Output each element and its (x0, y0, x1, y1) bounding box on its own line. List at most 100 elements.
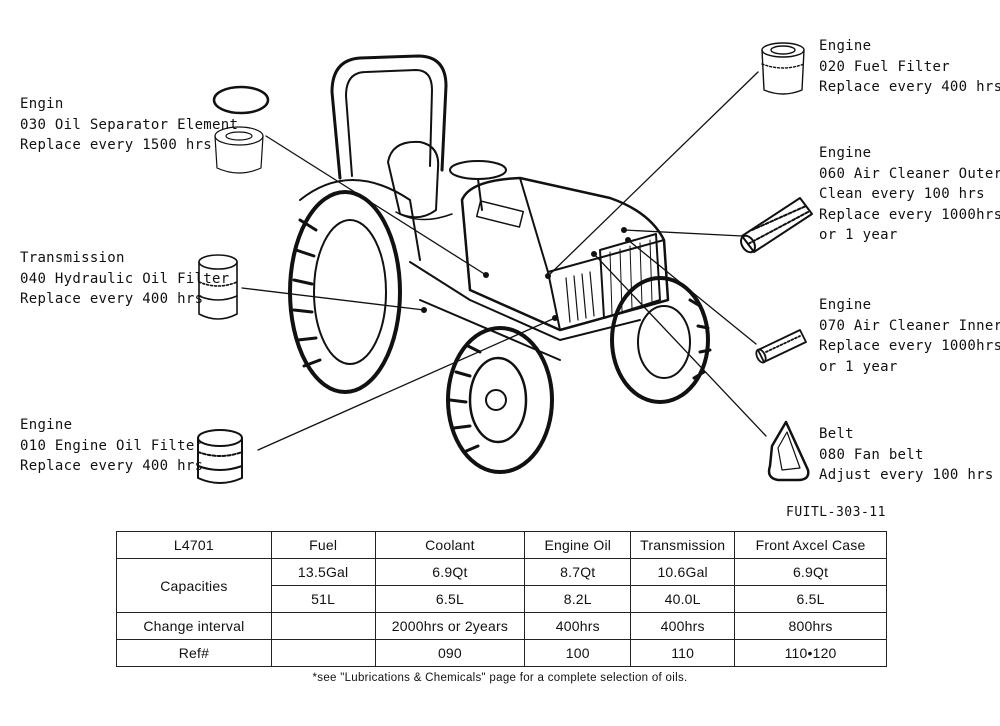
callout-line: or 1 year (819, 227, 898, 243)
front-wheel-far (610, 276, 710, 404)
capacities-table: L4701 Fuel Coolant Engine Oil Transmissi… (116, 531, 887, 667)
front-wheel-near (446, 326, 554, 474)
leader-air-outer (623, 229, 743, 237)
callout-hydraulic-filter: Transmission 040 Hydraulic Oil Filter Re… (20, 248, 230, 310)
leader-lines (241, 71, 767, 451)
table-row: Ref# 090 100 110 110•120 (116, 639, 887, 667)
callout-line: Clean every 100 hrs (819, 186, 985, 202)
callout-line: Replace every 400 hrs (20, 458, 204, 474)
rear-fender (299, 179, 421, 261)
table-cell: Front Axcel Case (734, 531, 887, 559)
seat (387, 140, 440, 219)
table-cell: Fuel (270, 531, 376, 559)
table-cell: 6.5L (734, 585, 887, 613)
table-cell: 110•120 (734, 639, 887, 667)
table-cell: Engine Oil (524, 531, 632, 559)
table-cell: 6.9Qt (734, 558, 887, 586)
table-header-row: L4701 Fuel Coolant Engine Oil Transmissi… (116, 531, 887, 559)
callout-line: 020 Fuel Filter (819, 58, 950, 75)
table-cell: 51L (270, 585, 376, 613)
table-row: Change interval 2000hrs or 2years 400hrs… (116, 612, 887, 640)
callout-line: 010 Engine Oil Filter (20, 437, 204, 454)
leader-fuel-filter (547, 71, 759, 277)
callout-line: Replace every 1000hrs (819, 338, 1000, 354)
hood-vents (565, 271, 595, 323)
rear-wheel (288, 190, 402, 394)
table-cell: 2000hrs or 2years (374, 612, 526, 640)
rops-frame (330, 54, 448, 180)
rear-tread (292, 218, 322, 368)
part-fan-belt (767, 420, 810, 482)
table-cell: 6.9Qt (374, 558, 526, 586)
callout-line: Engine (819, 145, 872, 161)
callout-line: Engine (819, 297, 872, 313)
part-hydraulic-oil-filter (198, 254, 238, 320)
callout-line: Replace every 1500 hrs (20, 137, 213, 153)
rops-frame-inner (345, 69, 433, 177)
table-cell: 110 (630, 639, 736, 667)
callout-line: Belt (819, 426, 854, 442)
table-cell: 800hrs (734, 612, 887, 640)
callout-line: Replace every 400 hrs (819, 79, 1000, 95)
callout-oil-separator: Engin 030 Oil Separator Element Replace … (20, 94, 238, 156)
table-cell: 10.6Gal (630, 558, 736, 586)
chassis (409, 261, 641, 361)
table-cell: 100 (524, 639, 632, 667)
table-cell: Ref# (116, 639, 272, 667)
figure-id: FUITL-303-11 (786, 505, 886, 520)
table-cell (270, 639, 376, 667)
callout-line: Engine (819, 38, 872, 54)
callout-line: Engin (20, 96, 64, 112)
callout-line: 070 Air Cleaner Inner (819, 317, 1000, 334)
leader-oil-separator (265, 135, 487, 276)
part-oil-separator-oring (212, 85, 270, 115)
callout-line: 040 Hydraulic Oil Filter (20, 270, 230, 287)
leader-air-inner (627, 239, 757, 345)
table-cell: Transmission (630, 531, 736, 559)
steering-wheel (449, 160, 507, 180)
table-cell: L4701 (116, 531, 272, 559)
table-cell: 13.5Gal (270, 558, 376, 586)
table-cell: 6.5L (374, 585, 526, 613)
tractor-illustration (288, 54, 712, 474)
table-cell: 090 (374, 639, 526, 667)
part-air-cleaner-inner (755, 329, 807, 364)
callout-line: Replace every 1000hrs (819, 206, 1000, 223)
callout-air-cleaner-outer: Engine 060 Air Cleaner Outer Clean every… (819, 143, 1000, 246)
callout-line: Adjust every 100 hrs (819, 467, 994, 483)
table-cell: 40.0L (630, 585, 736, 613)
part-air-cleaner-outer (740, 197, 813, 254)
table-cell: Coolant (374, 531, 526, 559)
callout-engine-oil-filter: Engine 010 Engine Oil Filter Replace eve… (20, 415, 203, 477)
front-tread (448, 344, 482, 454)
footnote: *see "Lubrications & Chemicals" page for… (312, 672, 688, 684)
callout-line: 060 Air Cleaner Outer (819, 165, 1000, 182)
table-row: 51L 6.5L 8.2L 40.0L 6.5L (117, 585, 887, 613)
leader-engine-oil (257, 317, 556, 451)
table-cell: Capacities (116, 558, 272, 613)
tractor-maintenance-diagram (197, 42, 813, 484)
callout-air-cleaner-inner: Engine 070 Air Cleaner Inner Replace eve… (819, 295, 1000, 377)
table-cell: 400hrs (630, 612, 736, 640)
table-cell: 400hrs (524, 612, 632, 640)
table-cell: 8.2L (524, 585, 632, 613)
leader-hydraulic (241, 287, 425, 311)
callout-line: Replace every 400 hrs (20, 291, 204, 307)
table-cell: Change interval (116, 612, 272, 640)
brand-panel (475, 200, 525, 228)
callout-line: 080 Fan belt (819, 446, 924, 463)
callout-fan-belt: Belt 080 Fan belt Adjust every 100 hrs (819, 424, 994, 486)
leader-endpoints (421, 227, 631, 321)
table-row: Capacities 13.5Gal 6.9Qt 8.7Qt 10.6Gal 6… (116, 558, 887, 613)
callout-fuel-filter: Engine 020 Fuel Filter Replace every 400… (819, 36, 1000, 98)
part-engine-oil-filter (197, 429, 243, 484)
table-cell (270, 612, 376, 640)
callout-line: Engine (20, 417, 73, 433)
leader-fan-belt (593, 253, 767, 437)
part-fuel-filter (761, 42, 805, 95)
callout-line: Transmission (20, 250, 125, 266)
callout-line: or 1 year (819, 358, 898, 375)
part-oil-separator-element (214, 126, 264, 174)
table-cell: 8.7Qt (524, 558, 632, 586)
callout-line: 030 Oil Separator Element (20, 116, 239, 133)
